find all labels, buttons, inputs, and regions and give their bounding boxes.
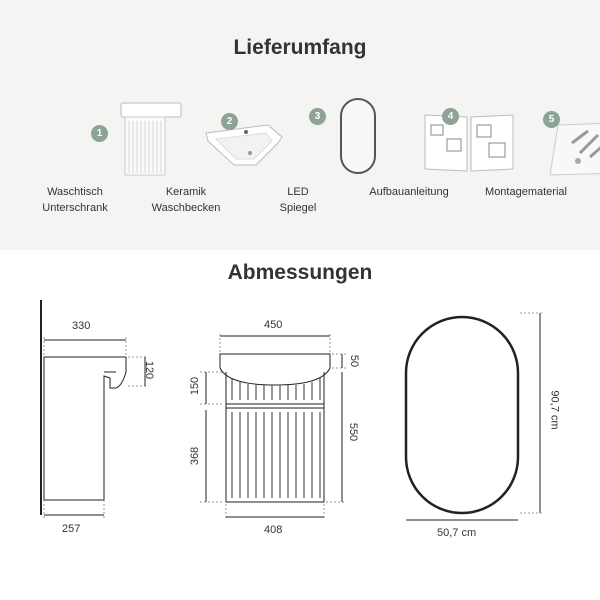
item-label: LED Spiegel bbox=[279, 186, 317, 214]
item-ceramic-basin: 2 Keramik Waschbecken bbox=[126, 95, 283, 216]
item-label: Aufbauanleitung bbox=[369, 186, 449, 198]
item-manual: 4 Aufbauanleitung bbox=[349, 95, 514, 200]
item-number-badge: 2 bbox=[221, 113, 238, 130]
item-number-badge: 4 bbox=[442, 108, 459, 125]
ceramic-basin-icon bbox=[205, 124, 283, 166]
mirror-width: 50,7 cm bbox=[437, 527, 477, 539]
front-basin-depth: 50 bbox=[348, 354, 361, 368]
item-number-badge: 5 bbox=[543, 111, 560, 128]
side-bottom-width: 257 bbox=[62, 523, 81, 535]
front-upper-height: 150 bbox=[189, 376, 202, 396]
item-led-mirror: 3 LED Spiegel bbox=[238, 95, 376, 216]
vanity-cabinet-icon bbox=[120, 102, 182, 176]
oval-mirror-icon bbox=[340, 98, 376, 174]
item-label: Keramik Waschbecken bbox=[151, 186, 221, 214]
front-total-height: 550 bbox=[347, 422, 360, 442]
front-top-width: 450 bbox=[264, 319, 283, 331]
dimensions-title: Abmessungen bbox=[227, 261, 373, 284]
item-hardware: 5 Montagematerial bbox=[466, 95, 600, 200]
side-basin-height: 120 bbox=[143, 360, 156, 380]
item-label: Waschtisch Unterschrank bbox=[42, 186, 108, 214]
scope-title: Lieferumfang bbox=[233, 36, 367, 59]
item-number-badge: 1 bbox=[91, 125, 108, 142]
side-top-width: 330 bbox=[72, 320, 91, 332]
hardware-bag-icon bbox=[549, 122, 600, 176]
front-bottom-width: 408 bbox=[264, 524, 283, 536]
item-vanity-cabinet: 1 Waschtisch Unterschrank bbox=[15, 95, 182, 216]
item-label: Montagematerial bbox=[485, 186, 567, 198]
mirror-height: 90,7 cm bbox=[548, 390, 561, 430]
item-number-badge: 3 bbox=[309, 108, 326, 125]
front-lower-height: 368 bbox=[189, 446, 202, 466]
